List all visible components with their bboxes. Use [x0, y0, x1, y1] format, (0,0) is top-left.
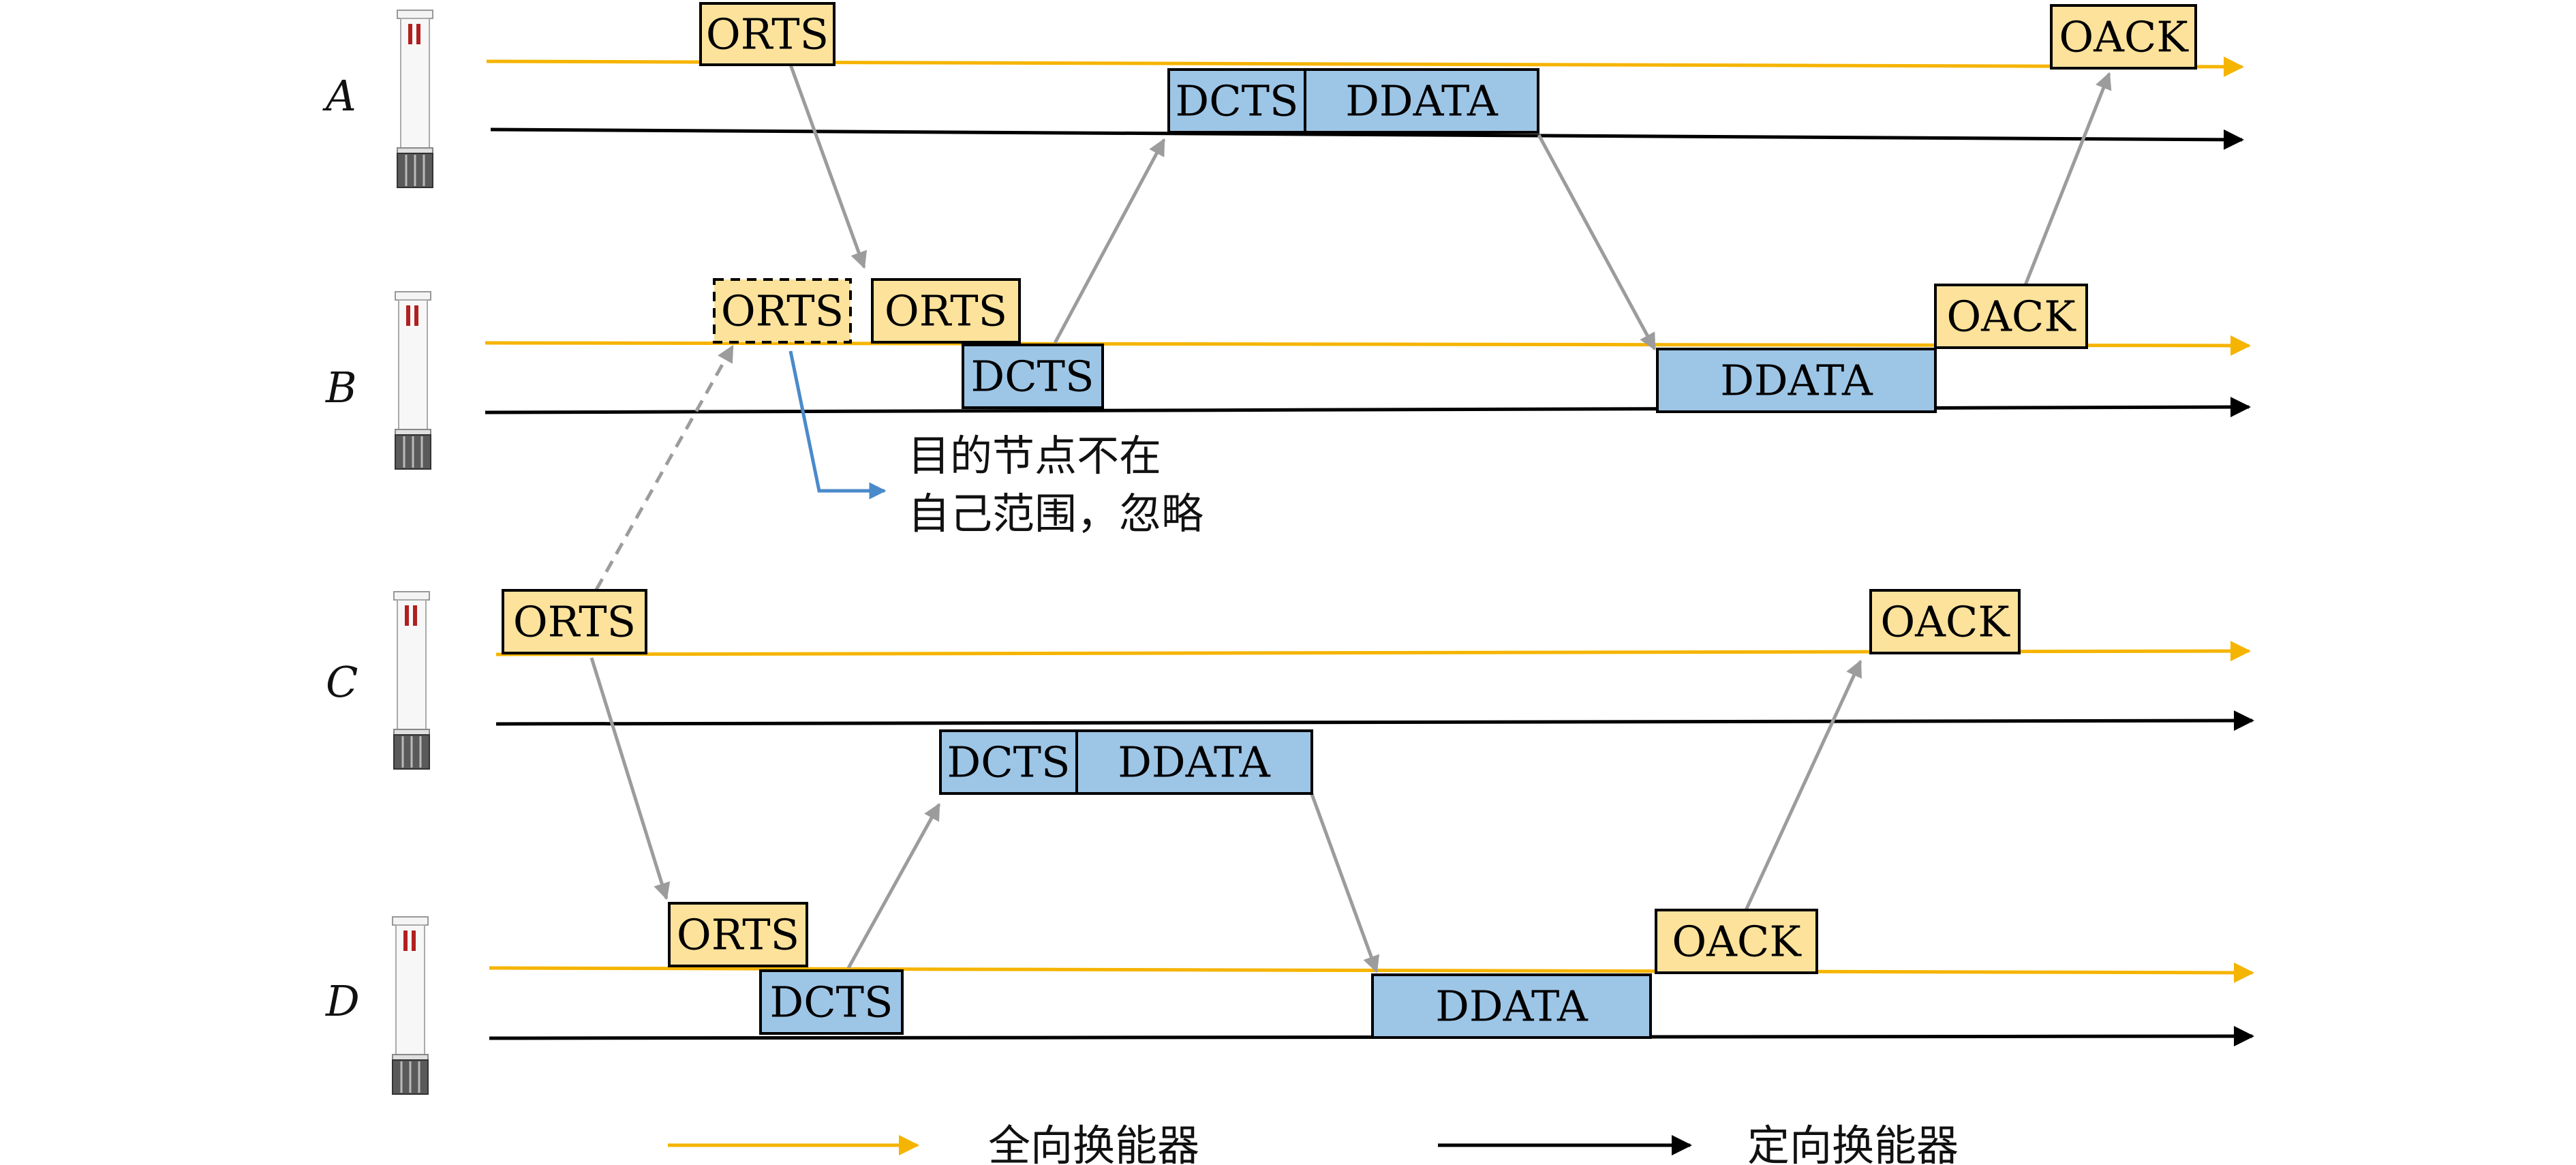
packet-ddata-b: DDATA: [1656, 348, 1937, 413]
transducer-icon: [396, 9, 434, 189]
directional-timeline-a: [490, 127, 2244, 150]
transducer-icon: [393, 590, 431, 770]
packet-oack-a: OACK: [2050, 4, 2197, 70]
svg-text:OACK: OACK: [1946, 292, 2076, 342]
node-label-b: B: [325, 363, 357, 412]
transfer-arrow: [1537, 134, 1657, 351]
packet-orts-c: ORTS: [502, 589, 647, 654]
transfer-arrow: [1310, 793, 1380, 973]
packet-orts-a: ORTS: [699, 2, 835, 66]
transfer-arrow: [2022, 72, 2112, 289]
svg-text:DDATA: DDATA: [1720, 356, 1873, 406]
svg-text:DCTS: DCTS: [971, 352, 1094, 402]
transfer-arrow: [1053, 138, 1166, 344]
packet-ddata-a: DDATA: [1304, 68, 1539, 134]
annotation-line-2: 自己范围，忽略: [908, 489, 1203, 539]
packet-dcts-a: DCTS: [1167, 68, 1306, 134]
packet-dcts-d: DCTS: [759, 969, 904, 1035]
svg-text:OACK: OACK: [2059, 12, 2189, 62]
svg-text:DCTS: DCTS: [770, 978, 893, 1027]
node-label-d: D: [325, 976, 360, 1026]
transfer-arrow: [589, 657, 671, 901]
transfer-arrow: [846, 802, 941, 969]
svg-text:DCTS: DCTS: [1176, 76, 1299, 126]
packet-orts-b: ORTS: [871, 278, 1021, 344]
svg-text:OACK: OACK: [1880, 597, 2010, 647]
directional-timeline-b: [485, 397, 2251, 418]
legend-directional-label: 定向换能器: [1747, 1121, 1959, 1165]
packet-dcts-b: DCTS: [962, 344, 1104, 409]
transducer-icon: [394, 290, 432, 470]
annotation-line-1: 目的节点不在: [908, 431, 1161, 481]
packet-orts-b-ignored: ORTS: [713, 278, 852, 344]
packet-oack-d: OACK: [1655, 909, 1818, 974]
svg-text:ORTS: ORTS: [513, 597, 636, 647]
svg-text:DDATA: DDATA: [1435, 982, 1589, 1031]
omni-timeline-d: [489, 962, 2254, 983]
directional-timeline-d: [489, 1026, 2254, 1047]
directional-timeline-c: [495, 710, 2254, 731]
packet-oack-b: OACK: [1934, 284, 2088, 349]
svg-text:OACK: OACK: [1672, 917, 1802, 967]
transfer-arrow: [1744, 659, 1862, 911]
dashed-transfer-arrow: [594, 344, 735, 591]
ignore-arrow: [788, 350, 887, 500]
packet-oack-c: OACK: [1869, 589, 2021, 654]
transfer-arrow: [788, 64, 868, 269]
packet-ddata-d: DDATA: [1371, 973, 1652, 1039]
svg-text:ORTS: ORTS: [721, 286, 844, 336]
packet-dcts-c: DCTS: [939, 729, 1078, 795]
svg-text:ORTS: ORTS: [677, 910, 799, 960]
svg-text:ORTS: ORTS: [885, 286, 1007, 336]
transducer-icon: [391, 916, 429, 1095]
packet-orts-d: ORTS: [668, 902, 808, 967]
svg-text:ORTS: ORTS: [706, 10, 829, 59]
svg-text:DDATA: DDATA: [1118, 738, 1271, 787]
svg-text:DDATA: DDATA: [1345, 76, 1499, 126]
svg-text:DCTS: DCTS: [947, 738, 1071, 787]
node-label-a: A: [322, 71, 356, 121]
packet-ddata-c: DDATA: [1075, 729, 1313, 795]
legend-omni-label: 全向换能器: [988, 1121, 1199, 1165]
node-label-c: C: [326, 657, 358, 707]
